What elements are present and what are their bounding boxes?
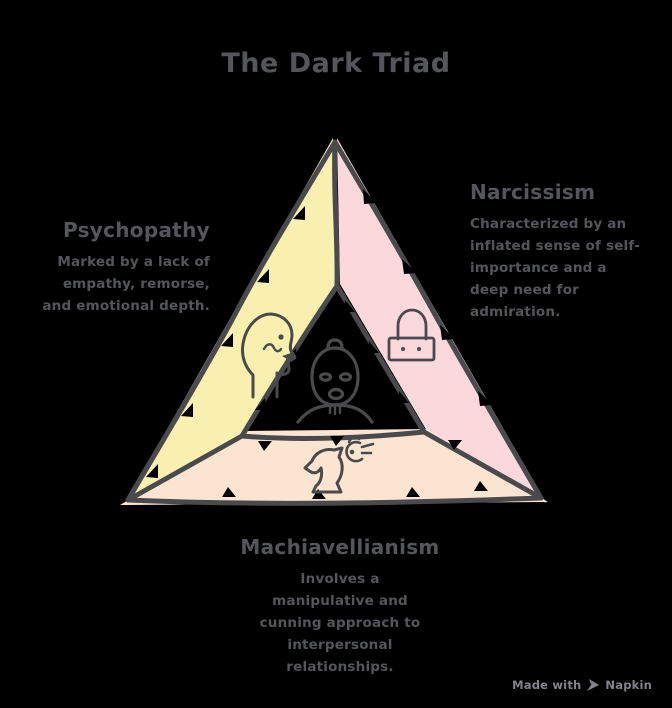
trait-machiavellianism-label: Machiavellianism bbox=[240, 535, 440, 559]
outer-bottom-edge bbox=[125, 495, 544, 506]
trait-narcissism-label: Narcissism bbox=[470, 180, 596, 204]
chess-knight-icon bbox=[303, 436, 375, 494]
band-machiavellianism bbox=[120, 429, 548, 505]
watermark-prefix: Made with bbox=[512, 678, 582, 692]
head-profile-icon bbox=[241, 312, 297, 399]
bottom-right-seam bbox=[421, 429, 544, 501]
trait-psychopathy: Psychopathy Marked by a lack of empathy,… bbox=[38, 218, 210, 317]
napkin-logo-icon bbox=[587, 679, 600, 691]
trait-machiavellianism: Machiavellianism Involves a manipulative… bbox=[225, 535, 455, 678]
bottom-left-seam bbox=[125, 433, 245, 503]
apex-seam bbox=[332, 139, 340, 289]
page-title: The Dark Triad bbox=[221, 48, 451, 79]
trait-psychopathy-description: Marked by a lack of empathy, remorse, an… bbox=[42, 254, 210, 314]
handbag-icon bbox=[387, 308, 436, 362]
trait-narcissism: Narcissism Characterized by an inflated … bbox=[470, 180, 650, 323]
watermark: Made with Napkin bbox=[512, 678, 652, 692]
band-narcissism bbox=[337, 138, 546, 503]
trait-psychopathy-label: Psychopathy bbox=[62, 218, 210, 242]
watermark-brand: Napkin bbox=[605, 678, 652, 692]
outer-left-edge bbox=[125, 139, 338, 503]
balaclava-mask-icon bbox=[296, 338, 374, 424]
trait-narcissism-description: Characterized by an inflated sense of se… bbox=[470, 216, 641, 320]
trait-machiavellianism-description: Involves a manipulative and cunning appr… bbox=[259, 571, 421, 675]
